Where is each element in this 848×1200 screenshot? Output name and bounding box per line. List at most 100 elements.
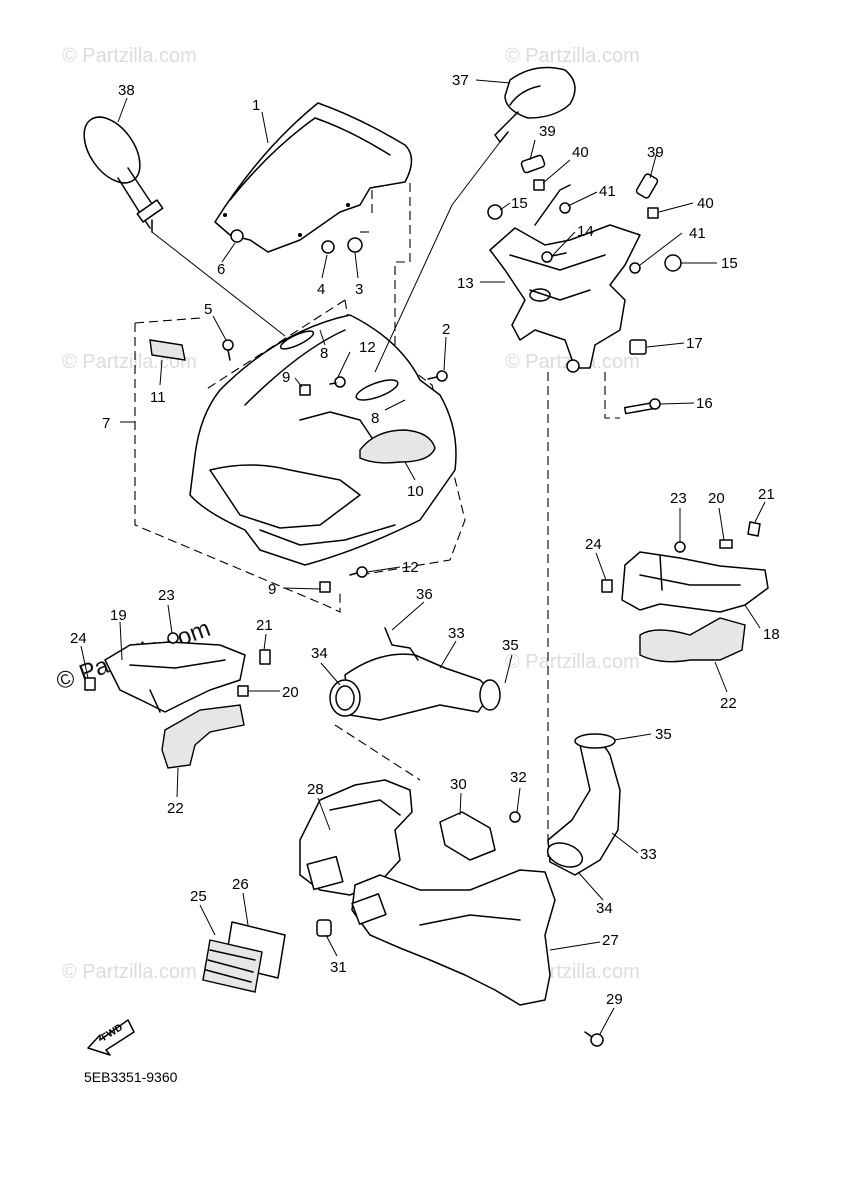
emblem-10 [359,429,436,464]
callout-14: 14 [577,223,594,240]
bolt-16 [623,398,661,415]
bolt-29 [584,1031,604,1047]
callout-7: 7 [102,415,110,432]
bolt-32 [509,811,521,823]
nut-9-lower [319,581,331,593]
callout-24b: 24 [70,630,87,647]
bolt-12-lower [349,566,368,578]
watermark-text: © Partzilla.com [505,45,640,67]
callout-35b: 35 [655,726,672,743]
pad-22-right [639,617,746,663]
left-air-duct [104,641,246,713]
clip-17 [629,339,647,355]
callout-5: 5 [204,301,212,318]
nut-40-right [647,207,659,219]
callout-29: 29 [606,991,623,1008]
callout-2: 2 [442,321,450,338]
callout-21b: 21 [256,617,273,634]
upper-intake-hose [329,627,501,721]
mesh-screen [202,921,286,993]
lower-duct-left [299,779,413,896]
damper-20-right [719,539,733,549]
callout-33b: 33 [640,846,657,863]
upper-cowling [189,314,457,566]
screw-23-right [674,541,686,553]
windscreen [214,102,413,253]
cowling-stay [489,184,641,373]
callout-18: 18 [763,626,780,643]
lower-intake-hose [546,733,621,876]
callout-40a: 40 [572,144,589,161]
lower-duct-right [351,869,556,1006]
damper-20-left [237,685,249,697]
callout-35a: 35 [502,637,519,654]
decal-21-right [747,521,761,537]
assembly-frames [134,183,620,858]
callout-40b: 40 [697,195,714,212]
bolt-14 [541,251,567,263]
callout-26: 26 [232,876,249,893]
callout-31: 31 [330,959,347,976]
callout-17: 17 [686,335,703,352]
watermark-text: © Partzilla.com [505,651,640,673]
callout-6: 6 [217,261,225,278]
callout-10: 10 [407,483,424,500]
grommet-6 [230,229,244,243]
pad-22-left [161,704,245,769]
callout-41a: 41 [599,183,616,200]
callout-22b: 22 [167,800,184,817]
callout-4: 4 [317,281,325,298]
grommet-39-left [520,154,546,174]
callout-19: 19 [110,607,127,624]
callout-13: 13 [457,275,474,292]
damper-15-right [664,254,682,272]
callout-22a: 22 [720,695,737,712]
callout-20a: 20 [708,490,725,507]
callout-39a: 39 [539,123,556,140]
diagram-code: 5EB3351-9360 [84,1069,178,1085]
screw-23-left [167,632,179,644]
nut-24-right [601,579,613,593]
callout-34a: 34 [311,645,328,662]
watermark-text: © Partzilla.com [62,45,197,67]
nut-9-upper [299,384,311,396]
callout-20b: 20 [282,684,299,701]
callout-36: 36 [416,586,433,603]
callout-12a: 12 [359,339,376,356]
callout-33a: 33 [448,625,465,642]
right-mirror [494,66,576,143]
right-air-duct [621,551,769,613]
callout-15a: 15 [511,195,528,212]
grommet-4 [321,240,335,254]
callout-21a: 21 [758,486,775,503]
leader-lines [80,79,766,1035]
screw-41-right [629,262,641,274]
watermark-text: © Partzilla.com [62,961,197,983]
callout-16: 16 [696,395,713,412]
callout-32: 32 [510,769,527,786]
bolt-5 [222,339,234,361]
callout-38: 38 [118,82,135,99]
callout-23b: 23 [158,587,175,604]
grommet-3 [347,237,363,253]
fwd-arrow-icon [87,1019,135,1056]
bolt-12-upper [329,376,346,388]
damper-15-left [487,204,503,220]
callout-8b: 8 [371,410,379,427]
callout-25: 25 [190,888,207,905]
callout-15b: 15 [721,255,738,272]
left-mirror [83,116,164,233]
callout-37: 37 [452,72,469,89]
callout-28: 28 [307,781,324,798]
bracket-30 [439,811,496,861]
callout-24a: 24 [585,536,602,553]
callout-9b: 9 [268,581,276,598]
callout-34b: 34 [596,900,613,917]
callout-12b: 12 [402,559,419,576]
callout-11: 11 [150,389,166,406]
decal-21-left [259,649,271,665]
callout-23a: 23 [670,490,687,507]
callout-39b: 39 [647,144,664,161]
callouts: 1 2 3 4 5 6 7 8 8 9 9 10 11 12 12 13 14 … [70,72,780,1008]
